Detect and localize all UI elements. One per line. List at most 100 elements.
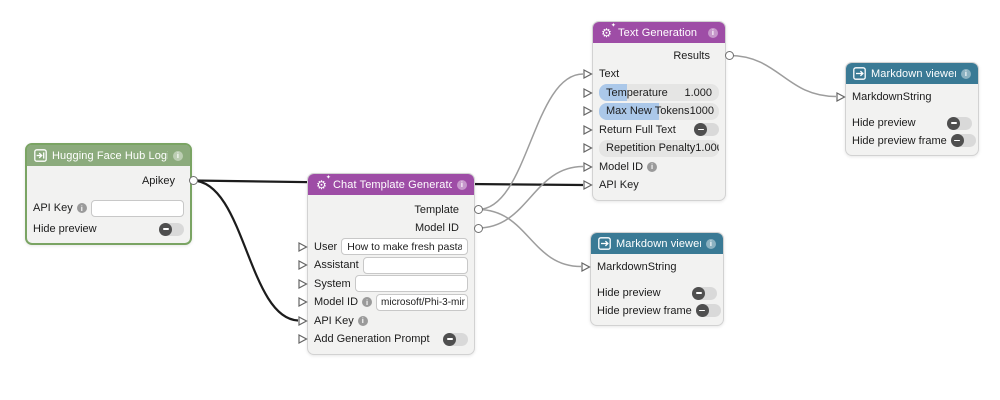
model-id-label: Model ID: [599, 160, 644, 173]
input-port-model-id[interactable]: [583, 161, 593, 172]
info-icon[interactable]: i: [647, 161, 658, 172]
login-icon: [34, 149, 47, 162]
input-port-repetition-penalty[interactable]: [583, 143, 593, 153]
node-header[interactable]: ⚙✦ Text Generation i: [593, 22, 725, 43]
info-icon[interactable]: i: [457, 179, 467, 190]
user-input[interactable]: [341, 238, 468, 255]
info-icon[interactable]: i: [173, 150, 183, 161]
assistant-input[interactable]: [362, 256, 468, 274]
input-port-add-generation-prompt[interactable]: [298, 334, 308, 344]
input-port-api-key[interactable]: [583, 180, 593, 190]
system-label: System: [314, 277, 351, 290]
output-port-model-id[interactable]: [473, 223, 483, 233]
node-header[interactable]: Hugging Face Hub Login i: [27, 145, 190, 166]
slider-fill: [599, 102, 659, 120]
node-markdown-viewer-bottom[interactable]: Markdown viewer i MarkdownString Hide pr…: [581, 232, 724, 326]
node-text-generation[interactable]: ⚙✦ Text Generation i Results Text Temper…: [583, 21, 734, 201]
api-key-input[interactable]: [90, 199, 184, 217]
model-id-label: Model ID: [314, 296, 359, 308]
text-label: Text: [599, 68, 620, 80]
max-new-tokens-label: Max New Tokens: [606, 105, 690, 117]
markdown-string-label: MarkdownString: [852, 90, 932, 103]
edge-template-to-text: [477, 73, 584, 211]
hide-preview-frame-toggle[interactable]: [950, 134, 976, 147]
toggle-knob-minus-icon: [443, 332, 456, 346]
info-icon[interactable]: i: [706, 238, 716, 249]
hide-preview-frame-label: Hide preview frame: [597, 304, 692, 317]
add-generation-prompt-label: Add Generation Prompt: [314, 333, 430, 345]
info-icon[interactable]: i: [362, 297, 373, 307]
input-port-text[interactable]: [583, 69, 593, 79]
slider-fill: [599, 84, 627, 101]
markdown-string-label: MarkdownString: [597, 260, 677, 273]
info-icon[interactable]: i: [357, 315, 368, 326]
hide-preview-label: Hide preview: [33, 223, 97, 235]
input-port-markdown-string[interactable]: [836, 91, 846, 102]
hide-preview-label: Hide preview: [597, 287, 661, 299]
temperature-slider[interactable]: Temperature 1.000: [599, 84, 719, 101]
gear-sparkle-icon: ⚙✦: [601, 23, 616, 40]
system-input[interactable]: [354, 275, 468, 292]
max-new-tokens-value: 1000: [689, 105, 715, 117]
hide-preview-label: Hide preview: [852, 117, 916, 129]
node-chat-template-generator[interactable]: ⚙✦ Chat Template Generator i Template Mo…: [298, 173, 483, 355]
output-label-apikey: Apikey: [141, 174, 175, 187]
input-port-temperature[interactable]: [583, 87, 593, 98]
return-full-text-toggle[interactable]: [694, 123, 719, 136]
node-title: Markdown viewer: [871, 67, 956, 80]
input-port-return-full-text[interactable]: [583, 124, 593, 135]
output-port-apikey[interactable]: [188, 176, 198, 185]
repetition-penalty-slider[interactable]: Repetition Penalty 1.000: [599, 139, 719, 157]
user-label: User: [314, 240, 338, 253]
input-port-markdown-string[interactable]: [581, 261, 591, 272]
api-key-label: API Key: [314, 314, 354, 327]
return-full-text-label: Return Full Text: [599, 123, 676, 136]
add-generation-prompt-toggle[interactable]: [443, 332, 468, 346]
assistant-label: Assistant: [314, 259, 359, 271]
toggle-knob-minus-icon: [692, 286, 705, 300]
toggle-knob-minus-icon: [947, 116, 960, 130]
model-id-selected-value: microsoft/Phi-3-mir: [381, 296, 465, 308]
input-port-max-new-tokens[interactable]: [583, 106, 593, 116]
output-port-results[interactable]: [724, 51, 734, 60]
node-header[interactable]: ⚙✦ Chat Template Generator i: [308, 174, 474, 195]
node-hugging-face-hub-login[interactable]: Hugging Face Hub Login i Apikey API Key …: [25, 143, 198, 245]
repetition-penalty-value: 1.000: [695, 142, 719, 154]
input-port-user[interactable]: [298, 241, 308, 252]
temperature-value: 1.000: [684, 86, 712, 99]
input-port-model-id[interactable]: [298, 297, 308, 307]
toggle-knob-minus-icon: [950, 134, 964, 147]
input-port-assistant[interactable]: [298, 260, 308, 270]
input-port-system[interactable]: [298, 278, 308, 289]
edge-apikey-to-chat-api-key: [192, 179, 299, 322]
info-icon[interactable]: i: [708, 27, 718, 38]
toggle-knob-minus-icon: [694, 123, 707, 136]
repetition-penalty-label: Repetition Penalty: [606, 142, 696, 154]
info-icon[interactable]: i: [76, 203, 87, 213]
info-icon[interactable]: i: [961, 68, 971, 79]
node-markdown-viewer-top[interactable]: Markdown viewer i MarkdownString Hide pr…: [836, 62, 979, 156]
node-title: Chat Template Generator: [333, 178, 452, 191]
node-title: Hugging Face Hub Login: [52, 149, 168, 162]
gear-sparkle-icon: ⚙✦: [316, 175, 331, 192]
hide-preview-frame-label: Hide preview frame: [852, 134, 947, 147]
max-new-tokens-slider[interactable]: Max New Tokens 1000: [599, 102, 719, 120]
api-key-label: API Key: [33, 202, 73, 214]
temperature-label: Temperature: [606, 86, 668, 99]
node-title: Markdown viewer: [616, 237, 701, 250]
toggle-knob-minus-icon: [695, 304, 709, 317]
api-key-label: API Key: [599, 179, 639, 191]
node-header[interactable]: Markdown viewer i: [591, 233, 723, 254]
output-label-results: Results: [673, 49, 710, 62]
hide-preview-toggle[interactable]: [159, 222, 184, 236]
node-header[interactable]: Markdown viewer i: [846, 63, 978, 84]
hide-preview-frame-toggle[interactable]: [695, 304, 721, 317]
model-id-dropdown[interactable]: microsoft/Phi-3-mir ∨: [376, 293, 468, 311]
hide-preview-toggle[interactable]: [692, 286, 717, 300]
hide-preview-toggle[interactable]: [947, 116, 972, 130]
edge-template-to-markdownstring-bottom: [477, 208, 582, 268]
output-port-template[interactable]: [473, 205, 483, 214]
input-port-api-key[interactable]: [298, 315, 308, 326]
markdown-viewer-icon: [598, 237, 611, 250]
